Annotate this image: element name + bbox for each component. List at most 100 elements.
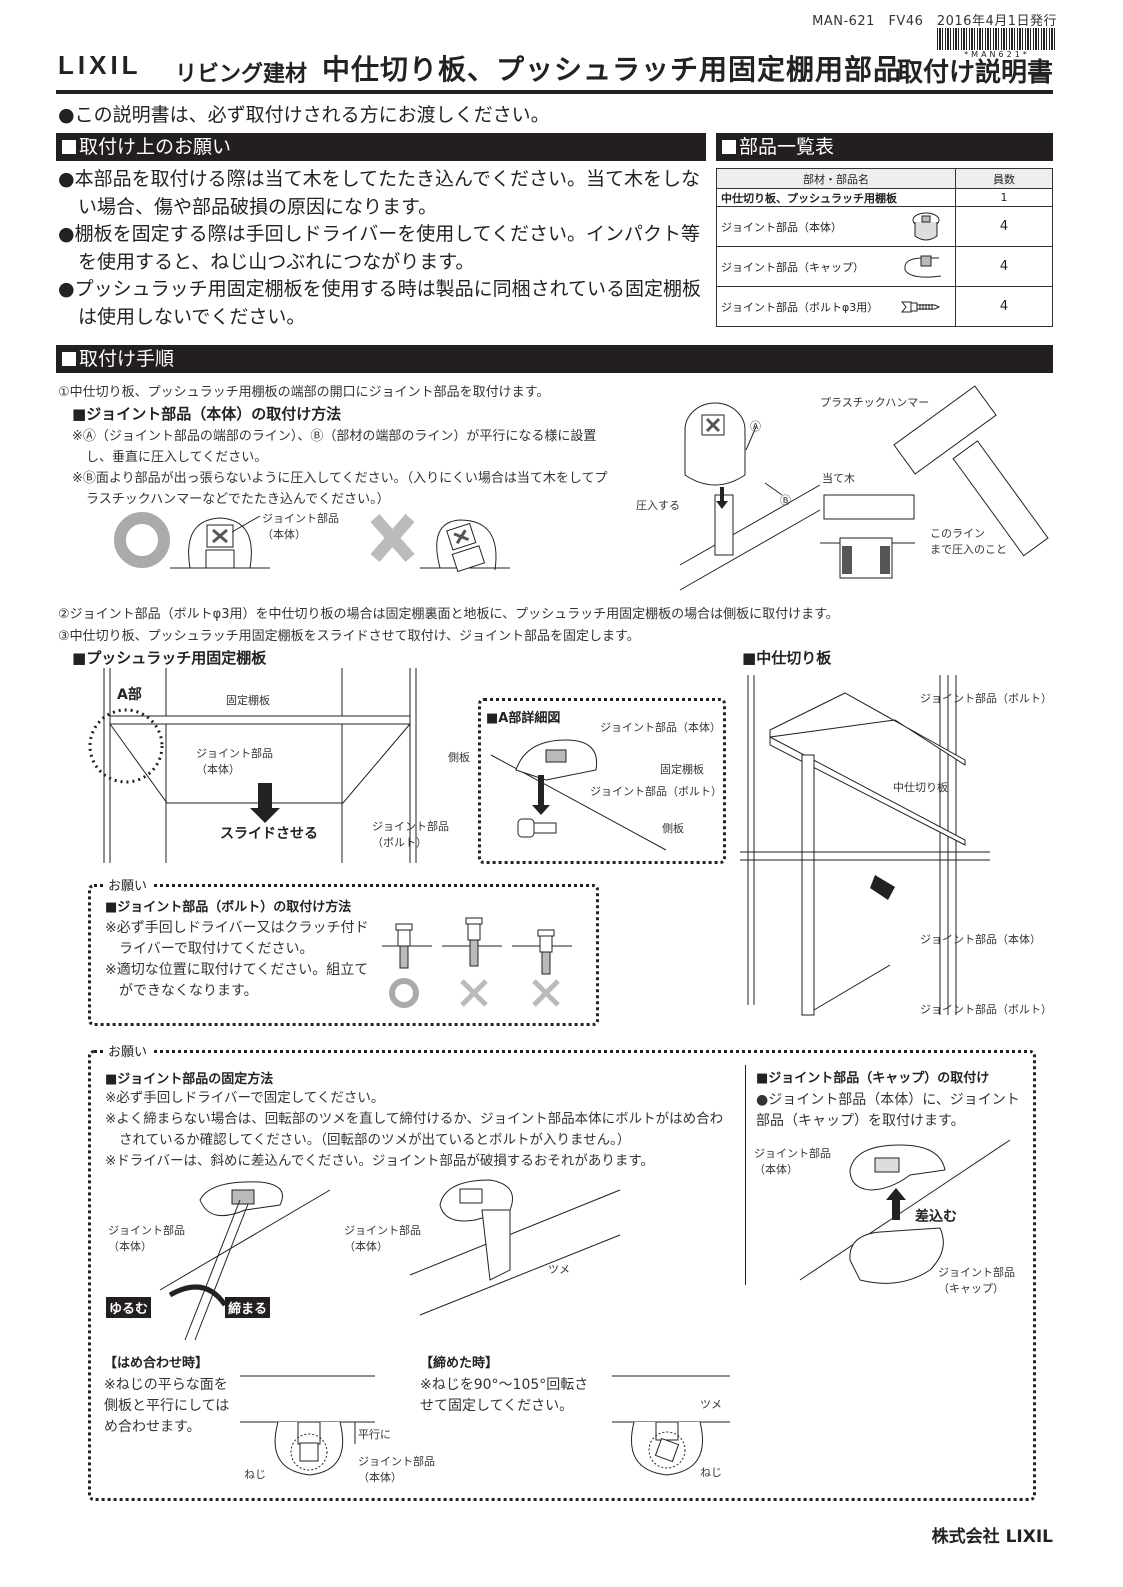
slide-arrow-icon bbox=[870, 875, 895, 900]
bolt-request-notes: ※必ず手回しドライバー又はクラッチ付ドライバーで取付けてください。 ※適切な位置… bbox=[105, 918, 370, 1002]
tight-note: ※ねじを90°～105°回転させて固定してください。 bbox=[420, 1377, 589, 1414]
tight-figure bbox=[612, 1375, 730, 1476]
tighten-tag: 締まる bbox=[225, 1297, 271, 1318]
label-fix-joint-1: ジョイント部品 bbox=[108, 1224, 185, 1237]
label-claw-joint-2: （本体） bbox=[344, 1240, 388, 1253]
category-label: リビング建材 bbox=[175, 62, 308, 87]
label-div-joint-bolt-bottom: ジョイント部品（ボルト） bbox=[920, 1003, 1052, 1016]
fix-request-box bbox=[88, 1050, 1036, 1501]
rotation-arrow-icon bbox=[168, 1284, 228, 1307]
label-joint-bolt-1: ジョイント部品 bbox=[372, 820, 449, 833]
slide-arrow-icon bbox=[250, 783, 280, 823]
note-item: ※Ⓐ（ジョイント部品の端部のライン）、Ⓑ（部材の端部のライン）が平行になる様に設… bbox=[72, 429, 597, 465]
label-a-fixed-shelf: 固定棚板 bbox=[660, 763, 704, 776]
fit-title: 【はめ合わせ時】 bbox=[104, 1356, 209, 1371]
header-rule bbox=[56, 90, 1053, 94]
label-parallel: 平行に bbox=[358, 1428, 391, 1441]
label-joint-bolt-2: （ボルト） bbox=[372, 836, 427, 849]
step-1: ①中仕切り板、プッシュラッチ用棚板の端部の開口にジョイント部品を取付けます。 bbox=[58, 385, 550, 400]
label-tight-claw: ツメ bbox=[700, 1398, 722, 1411]
joint-bolt-icon bbox=[900, 301, 941, 313]
label-screw-fit: ねじ bbox=[244, 1468, 266, 1481]
down-arrow-icon bbox=[716, 487, 728, 509]
label-joint: ジョイント部品 bbox=[262, 512, 339, 525]
body-install-figure bbox=[114, 512, 510, 573]
part-qty: 4 bbox=[955, 286, 1053, 327]
divider-figure bbox=[740, 675, 990, 1016]
label-a-side-panel: 側板 bbox=[662, 822, 684, 835]
col-name: 部材・部品名 bbox=[716, 168, 956, 189]
ok-circle-icon bbox=[114, 512, 170, 568]
fix-request-notes: ※必ず手回しドライバーで固定してください。 ※よく締まらない場合は、回転部のツメ… bbox=[105, 1088, 735, 1172]
label-fit-joint-2: （本体） bbox=[358, 1471, 402, 1484]
request-item: ●棚板を固定する際は手回しドライバーを使用してください。インパクト等を使用すると… bbox=[58, 223, 701, 273]
label-a-joint-bolt: ジョイント部品（ボルト） bbox=[590, 785, 722, 798]
label-side-panel: 側板 bbox=[448, 751, 470, 764]
tight-title: 【締めた時】 bbox=[420, 1356, 499, 1371]
bolt-request-title: ジョイント部品（ボルト）の取付け方法 bbox=[105, 896, 351, 915]
barcode-text: *MAN621* bbox=[964, 50, 1030, 59]
note-item: ※適切な位置に取付けてください。組立てができなくなります。 bbox=[105, 962, 369, 999]
col-qty: 員数 bbox=[955, 168, 1053, 189]
label-claw: ツメ bbox=[548, 1263, 570, 1276]
label-div-joint-bolt-top: ジョイント部品（ボルト） bbox=[920, 692, 1052, 705]
table-row: ジョイント部品（キャップ） 4 bbox=[716, 246, 1053, 287]
claw-figure bbox=[409, 1179, 621, 1316]
cap-install-title: ジョイント部品（キャップ）の取付け bbox=[756, 1067, 989, 1086]
divider-title: 中仕切り板 bbox=[742, 647, 831, 668]
requests-heading: 取付け上のお願い bbox=[56, 133, 706, 161]
hammer-figure bbox=[820, 385, 1049, 579]
push-latch-figure bbox=[88, 668, 417, 863]
part-qty: 4 bbox=[955, 206, 1053, 247]
label-tight-screw: ねじ bbox=[700, 1466, 722, 1479]
loosen-tag: ゆるむ bbox=[106, 1297, 152, 1318]
a-detail-box bbox=[478, 698, 726, 864]
label-line-1: このライン bbox=[930, 527, 985, 540]
bolt-position-figure bbox=[382, 917, 572, 1008]
part-name: ジョイント部品（キャップ） bbox=[721, 260, 864, 274]
joint-cap-icon bbox=[904, 255, 942, 278]
page-title: 中仕切り板、プッシュラッチ用固定棚用部品 bbox=[322, 53, 903, 86]
wood-block bbox=[823, 494, 915, 520]
note-item: ※よく締まらない場合は、回転部のツメを直して締付けるか、ジョイント部品本体にボル… bbox=[105, 1111, 724, 1148]
up-arrow-icon bbox=[886, 1188, 906, 1220]
doc-type-title: 取付け説明書 bbox=[896, 58, 1053, 88]
barcode bbox=[937, 28, 1057, 50]
fix-request-title: ジョイント部品の固定方法 bbox=[105, 1068, 273, 1087]
requests-heading-text: 取付け上のお願い bbox=[79, 136, 232, 158]
cap-install-note: ●ジョイント部品（本体）に、ジョイント部品（キャップ）を取付けます。 bbox=[756, 1092, 1020, 1129]
table-header-row: 部材・部品名 員数 bbox=[716, 168, 1053, 189]
slide-label: スライドさせる bbox=[220, 826, 318, 842]
table-row: ジョイント部品（ボルトφ3用） 4 bbox=[716, 286, 1053, 327]
handover-notice: ●この説明書は、必ず取付けされる方にお渡しください。 bbox=[58, 104, 550, 126]
ng-cross-icon bbox=[460, 979, 488, 1007]
label-cap-joint-1: ジョイント部品 bbox=[754, 1147, 831, 1160]
fit-figure bbox=[240, 1375, 375, 1476]
joint-body-icon bbox=[912, 212, 940, 241]
document-meta: MAN-621 FV46 2016年4月1日発行 bbox=[812, 14, 1057, 29]
part-name: ジョイント部品（本体） bbox=[721, 220, 842, 234]
cap-divider bbox=[745, 1065, 746, 1285]
ok-circle-icon bbox=[389, 978, 419, 1008]
fit-note: ※ねじの平らな面を側板と平行にしてはめ合わせます。 bbox=[104, 1377, 230, 1435]
table-row: 中仕切り板、プッシュラッチ用棚板 1 bbox=[716, 188, 1053, 207]
label-hammer: プラスチックハンマー bbox=[820, 396, 930, 409]
a-part-callout bbox=[88, 708, 164, 784]
requests-list: ●本部品を取付ける際は当て木をしてたたき込んでください。当て木をしない場合、傷や… bbox=[58, 166, 706, 331]
ng-cross-icon bbox=[370, 514, 415, 562]
part-qty: 1 bbox=[955, 188, 1053, 207]
note-item: ※必ず手回しドライバーで固定してください。 bbox=[105, 1090, 385, 1106]
note-item: ※ドライバーは、斜めに差込んでください。ジョイント部品が破損するおそれがあります… bbox=[105, 1153, 655, 1169]
label-joint-body-1: ジョイント部品 bbox=[196, 747, 273, 760]
label-fit-joint-1: ジョイント部品 bbox=[358, 1455, 435, 1468]
label-a-joint-body: ジョイント部品（本体） bbox=[600, 721, 721, 734]
label-a: Ⓐ bbox=[750, 420, 761, 433]
lixil-logo: LIXIL bbox=[58, 50, 142, 80]
ng-cross-icon bbox=[532, 979, 560, 1007]
parts-heading: 部品一覧表 bbox=[716, 133, 1053, 161]
part-qty: 4 bbox=[955, 246, 1053, 287]
cap-install-figure bbox=[799, 1139, 1011, 1284]
table-row: ジョイント部品（本体） 4 bbox=[716, 206, 1053, 247]
label-b: Ⓑ bbox=[780, 494, 791, 507]
parts-table: 部材・部品名 員数 中仕切り板、プッシュラッチ用棚板 1 ジョイント部品（本体）… bbox=[716, 168, 1053, 327]
